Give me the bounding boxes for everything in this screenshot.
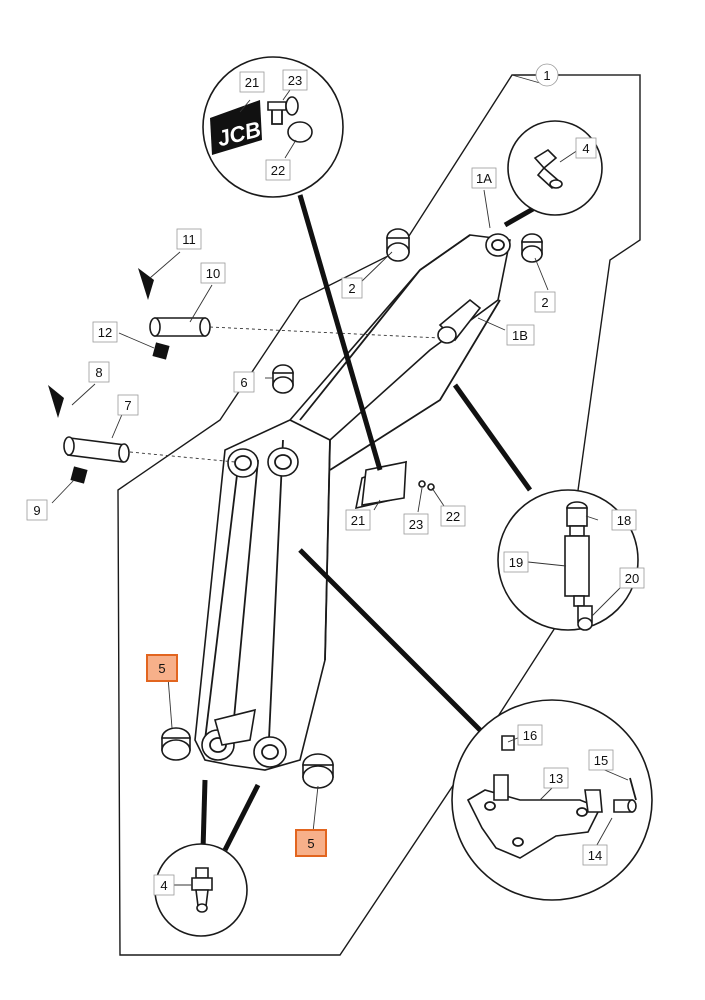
svg-text:10: 10 — [206, 266, 220, 281]
boom-body — [194, 233, 511, 771]
svg-text:21: 21 — [245, 75, 259, 90]
svg-text:22: 22 — [271, 163, 285, 178]
callout-5-right: 5 — [295, 829, 327, 857]
bush-6 — [272, 364, 294, 394]
pin-10-axis — [209, 326, 441, 339]
bush-5-left — [161, 727, 191, 761]
detail-grease-nipple-bottom — [154, 843, 248, 937]
svg-text:13: 13 — [549, 771, 563, 786]
callout-23-boom: 23 — [403, 513, 429, 535]
detail-bracket — [451, 699, 653, 901]
svg-text:4: 4 — [160, 878, 167, 893]
connector-top — [297, 194, 383, 471]
assembly-boundary — [117, 74, 641, 956]
svg-text:2: 2 — [541, 295, 548, 310]
flag-11 — [138, 268, 154, 300]
pin-10 — [149, 317, 211, 337]
callout-11: 11 — [176, 228, 202, 250]
callout-1b: 1B — [506, 324, 535, 346]
svg-text:1B: 1B — [512, 328, 528, 343]
svg-text:14: 14 — [588, 848, 602, 863]
callout-18: 18 — [611, 509, 637, 531]
callout-20: 20 — [619, 567, 645, 589]
svg-text:12: 12 — [98, 325, 112, 340]
connector-ram — [452, 383, 533, 492]
callout-15: 15 — [588, 749, 614, 771]
callout-8: 8 — [88, 361, 110, 383]
svg-text:18: 18 — [617, 513, 631, 528]
connector-bottom-b — [222, 783, 261, 852]
callout-21-detail: 21 — [239, 71, 265, 93]
svg-text:19: 19 — [509, 555, 523, 570]
svg-text:21: 21 — [351, 513, 365, 528]
callout-5-left: 5 — [146, 654, 178, 682]
callout-4-top: 4 — [575, 137, 597, 159]
svg-text:1: 1 — [543, 68, 550, 83]
callout-23-detail: 23 — [282, 69, 308, 91]
svg-text:8: 8 — [95, 365, 102, 380]
callout-7: 7 — [117, 394, 139, 416]
detail-jcb-plate: JCB — [202, 56, 344, 198]
plate-21 — [361, 461, 407, 506]
callout-21-boom: 21 — [345, 509, 371, 531]
svg-text:6: 6 — [240, 375, 247, 390]
leader-lines — [51, 74, 640, 886]
callout-12: 12 — [92, 321, 118, 343]
callout-10: 10 — [200, 262, 226, 284]
pin-7 — [63, 436, 130, 463]
svg-text:23: 23 — [288, 73, 302, 88]
callout-4-bottom: 4 — [153, 874, 175, 896]
svg-text:16: 16 — [523, 728, 537, 743]
flag-8 — [48, 385, 64, 418]
callout-9: 9 — [26, 499, 48, 521]
svg-text:11: 11 — [182, 232, 196, 247]
callout-1a: 1A — [471, 167, 497, 189]
bush-5-right — [302, 753, 334, 789]
svg-text:4: 4 — [582, 141, 589, 156]
callout-22-detail: 22 — [265, 159, 291, 181]
callout-19: 19 — [503, 551, 529, 573]
callout-6: 6 — [233, 371, 255, 393]
pin-7-axis — [129, 451, 236, 463]
callout-14: 14 — [582, 844, 608, 866]
callout-2-right: 2 — [534, 291, 556, 313]
svg-text:1A: 1A — [476, 171, 492, 186]
nut-12 — [152, 342, 170, 360]
callout-2-upper: 2 — [341, 277, 363, 299]
callout-22-boom: 22 — [440, 505, 466, 527]
svg-text:5: 5 — [307, 836, 314, 851]
svg-text:5: 5 — [158, 661, 165, 676]
svg-text:2: 2 — [348, 281, 355, 296]
callout-16: 16 — [517, 724, 543, 746]
connector-bottom-a — [200, 779, 208, 851]
svg-text:9: 9 — [33, 503, 40, 518]
svg-text:22: 22 — [446, 509, 460, 524]
detail-ram — [497, 489, 639, 631]
callout-13: 13 — [543, 767, 569, 789]
bush-right — [521, 233, 543, 263]
svg-text:20: 20 — [625, 571, 639, 586]
svg-text:23: 23 — [409, 517, 423, 532]
bush-upper — [386, 228, 410, 262]
callout-1: 1 — [535, 63, 559, 87]
nut-9 — [70, 466, 88, 484]
connector-bracket — [298, 548, 482, 732]
detail-grease-nipple-top — [507, 120, 603, 216]
svg-text:15: 15 — [594, 753, 608, 768]
svg-text:7: 7 — [124, 398, 131, 413]
